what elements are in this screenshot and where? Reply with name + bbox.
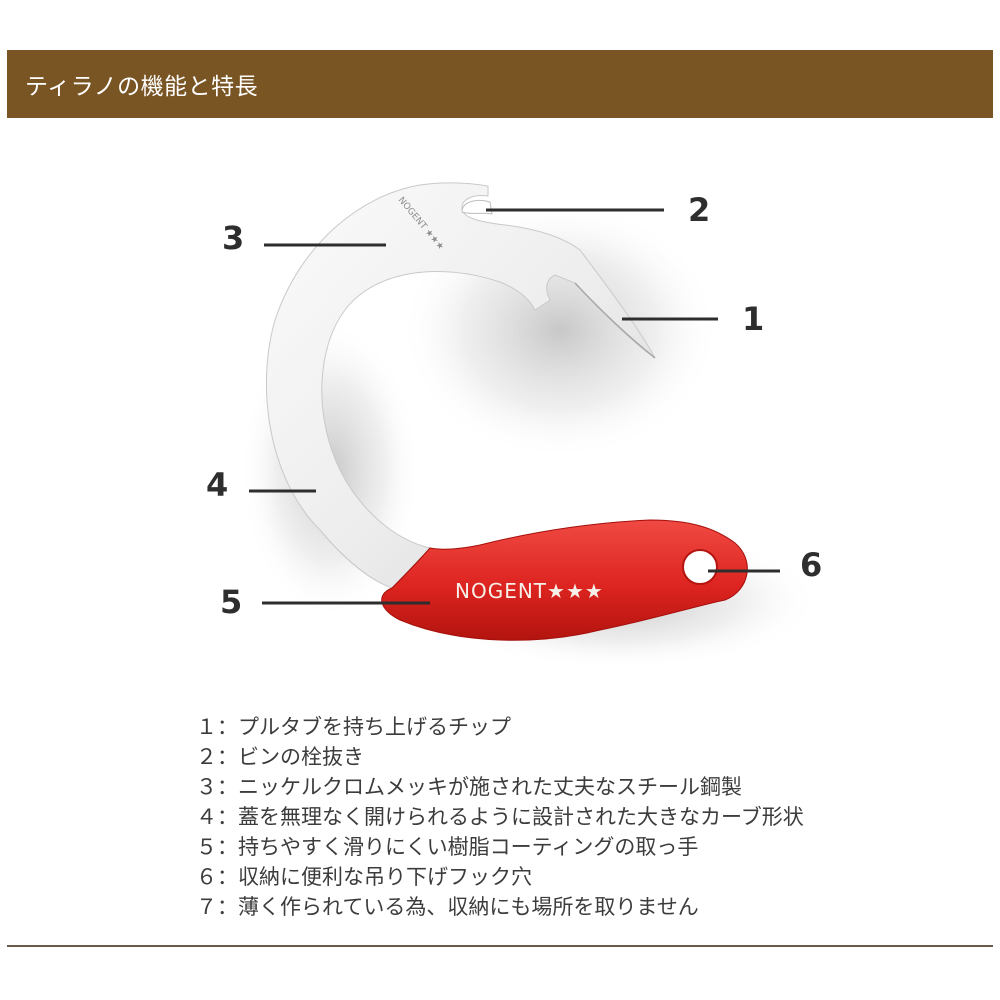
- bottle-opener-slot: [461, 199, 493, 215]
- feature-item-4: ４：蓋を無理なく開けられるように設計された大きなカーブ形状: [196, 805, 804, 829]
- callout-number-4: 4: [206, 466, 228, 504]
- red-handle: [381, 519, 748, 641]
- divider: [7, 945, 993, 947]
- callout-number-5: 5: [220, 583, 242, 621]
- feature-item-5: ５：持ちやすく滑りにくい樹脂コーティングの取っ手: [196, 835, 699, 859]
- callout-number-6: 6: [800, 546, 822, 584]
- feature-item-3: ３：ニッケルクロムメッキが施された丈夫なスチール鋼製: [196, 775, 742, 799]
- pulltab-tip: [574, 282, 656, 359]
- callout-number-3: 3: [222, 219, 244, 257]
- hook-blade: [266, 182, 656, 589]
- feature-item-1: １：プルタブを持ち上げるチップ: [196, 715, 511, 739]
- feature-item-6: ６：収納に便利な吊り下げフック穴: [196, 865, 532, 889]
- callout-number-2: 2: [688, 191, 710, 229]
- hanging-hole: [682, 549, 718, 585]
- feature-item-7: ７：薄く作られている為、収納にも場所を取りません: [196, 895, 699, 919]
- feature-item-2: ２：ビンの栓抜き: [196, 745, 364, 769]
- callout-lines: [249, 208, 780, 605]
- section-header: ティラノの機能と特長: [7, 50, 993, 118]
- feature-list: １：プルタブを持ち上げるチップ ２：ビンの栓抜き ３：ニッケルクロムメッキが施さ…: [196, 712, 804, 922]
- callout-number-1: 1: [742, 300, 764, 338]
- handle-brand-print: NOGENT★★★: [455, 579, 604, 603]
- section-title: ティラノの機能と特長: [25, 74, 259, 100]
- product-illustration: NOGENT ★★★ NOGENT★★★ 1 2 3 4 5 6: [206, 182, 822, 670]
